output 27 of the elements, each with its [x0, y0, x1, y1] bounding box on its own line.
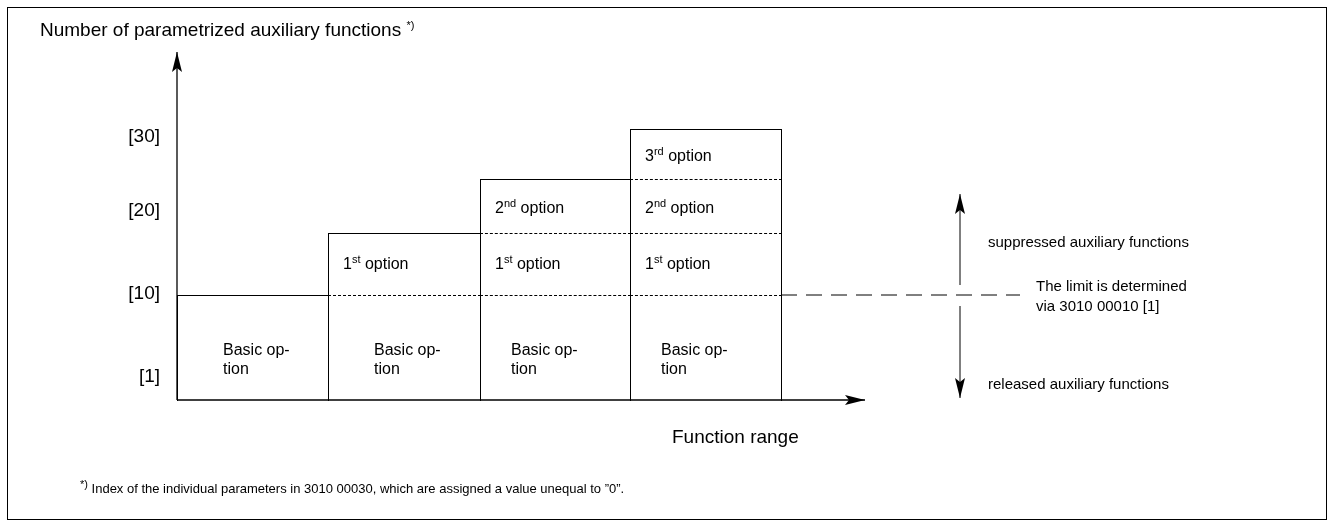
column-segment [480, 179, 631, 234]
column-segment [630, 129, 782, 180]
segment-label: 2$^{nd}$ option [645, 198, 716, 217]
column-segment [630, 233, 782, 296]
segment-label: Basic op- tion [223, 340, 291, 378]
tick-label: [1] [137, 364, 160, 388]
tick-label: [10] [127, 281, 160, 305]
footnote-text: $^{*)}$ Index of the individual parameters in 3010 00030, which are assigned a value unequal to ”0”. [80, 480, 626, 498]
segment-label: Basic op- tion [661, 340, 729, 378]
segment-label: 1$^{st}$ option [645, 254, 712, 273]
column-segment [177, 295, 329, 401]
column-segment [630, 295, 782, 401]
tick-label: [30] [127, 124, 160, 148]
annotation-text: The limit is determined via 3010 00010 [1] [1036, 276, 1188, 316]
segment-label: 3$^{rd}$ option [645, 146, 713, 165]
column-segment [630, 179, 782, 234]
axis-title: Function range [672, 425, 800, 449]
axis-title: Number of parametrized auxiliary functions $^{*)}$ [40, 18, 416, 42]
segment-label: Basic op- tion [374, 340, 442, 378]
segment-label: Basic op- tion [511, 340, 579, 378]
annotation-text: released auxiliary functions [988, 374, 1170, 394]
annotation-text: suppressed auxiliary functions [988, 232, 1190, 252]
segment-label: 1$^{st}$ option [343, 254, 410, 273]
column-segment [328, 233, 481, 296]
segment-label: 1$^{st}$ option [495, 254, 562, 273]
tick-label: [20] [127, 198, 160, 222]
segment-label: 2$^{nd}$ option [495, 198, 566, 217]
